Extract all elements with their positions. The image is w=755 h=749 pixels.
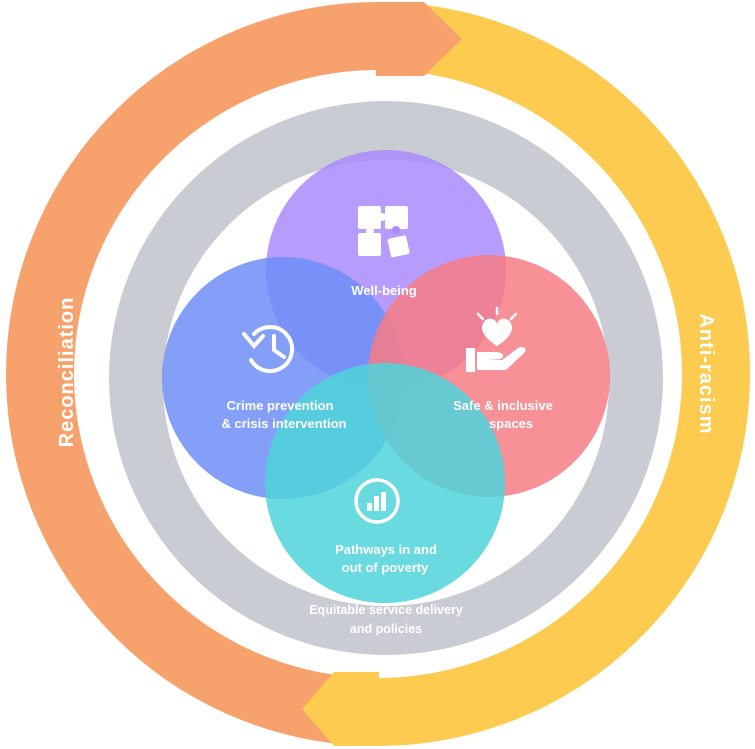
anti-racism-label: Anti-racism (695, 313, 717, 434)
anti-racism-arrowhead (302, 672, 379, 746)
reconciliation-arc (6, 2, 377, 746)
reconciliation-label: Reconciliation (56, 297, 78, 448)
crime-prevention-label-line1: Crime prevention (227, 398, 334, 413)
safe-inclusive-label-line2: spaces (489, 416, 533, 431)
pathways-poverty-label-line2: out of poverty (342, 560, 429, 575)
outer-ring (6, 2, 750, 746)
bar-chart-circle-icon (354, 478, 400, 524)
history-clock-icon (242, 325, 295, 374)
circle-labels: Well-being Crime prevention & crisis int… (222, 283, 553, 575)
crime-prevention-label-line2: & crisis intervention (222, 416, 347, 431)
pathways-poverty-label-line1: Pathways in and (335, 542, 437, 557)
equitable-service-label-line2: and policies (350, 622, 422, 636)
heart-in-hand-icon (466, 306, 526, 372)
equitable-service-label-line1: Equitable service delivery (309, 603, 463, 617)
reconciliation-arrowhead (376, 2, 462, 76)
safe-inclusive-label-line1: Safe & inclusive (453, 398, 553, 413)
puzzle-icon (358, 206, 410, 258)
well-being-label: Well-being (351, 283, 417, 298)
